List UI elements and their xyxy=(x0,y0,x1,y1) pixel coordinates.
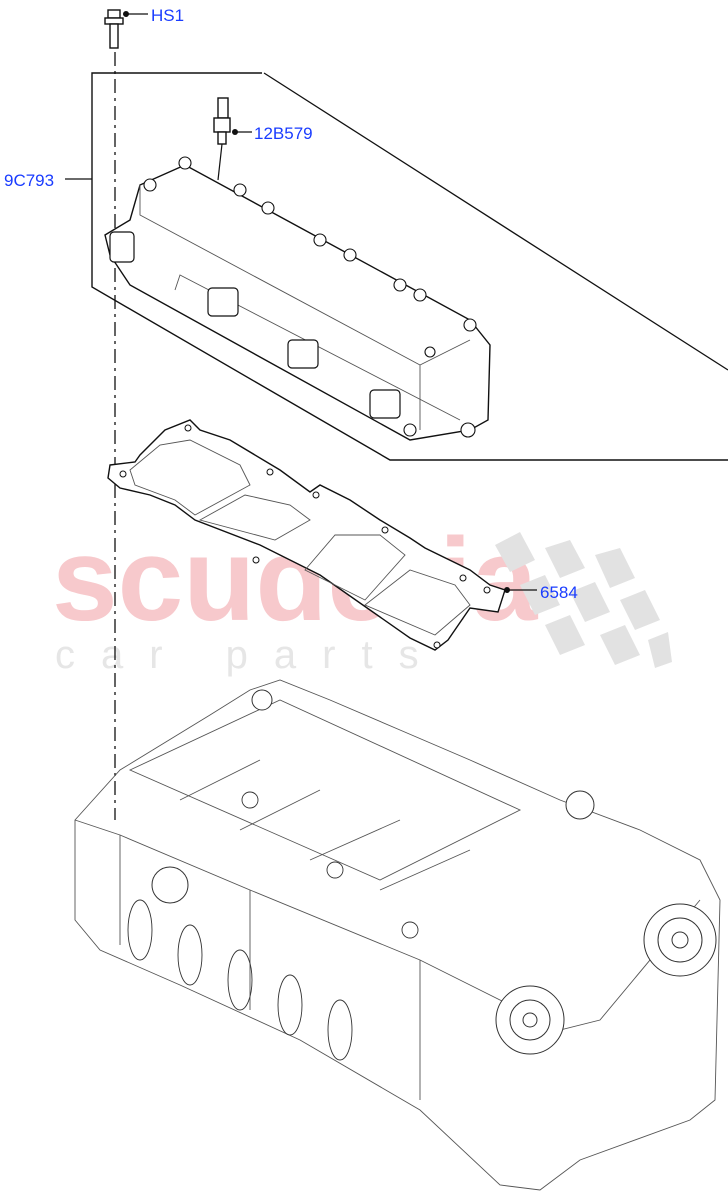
callout-6584[interactable]: 6584 xyxy=(540,583,578,602)
sensor-12b579 xyxy=(213,97,252,181)
bolt-hs1 xyxy=(104,9,148,820)
checkered-flag-logo xyxy=(495,532,672,668)
callout-hs1[interactable]: HS1 xyxy=(151,6,184,25)
gasket-6584 xyxy=(107,419,537,651)
watermark-tagline: car parts xyxy=(55,633,445,677)
cylinder-head xyxy=(74,679,721,1191)
callout-12b579[interactable]: 12B579 xyxy=(254,124,313,143)
callout-9c793[interactable]: 9C793 xyxy=(4,171,54,190)
cam-cover-9c793 xyxy=(104,156,491,441)
bracket-9c793 xyxy=(91,72,728,461)
